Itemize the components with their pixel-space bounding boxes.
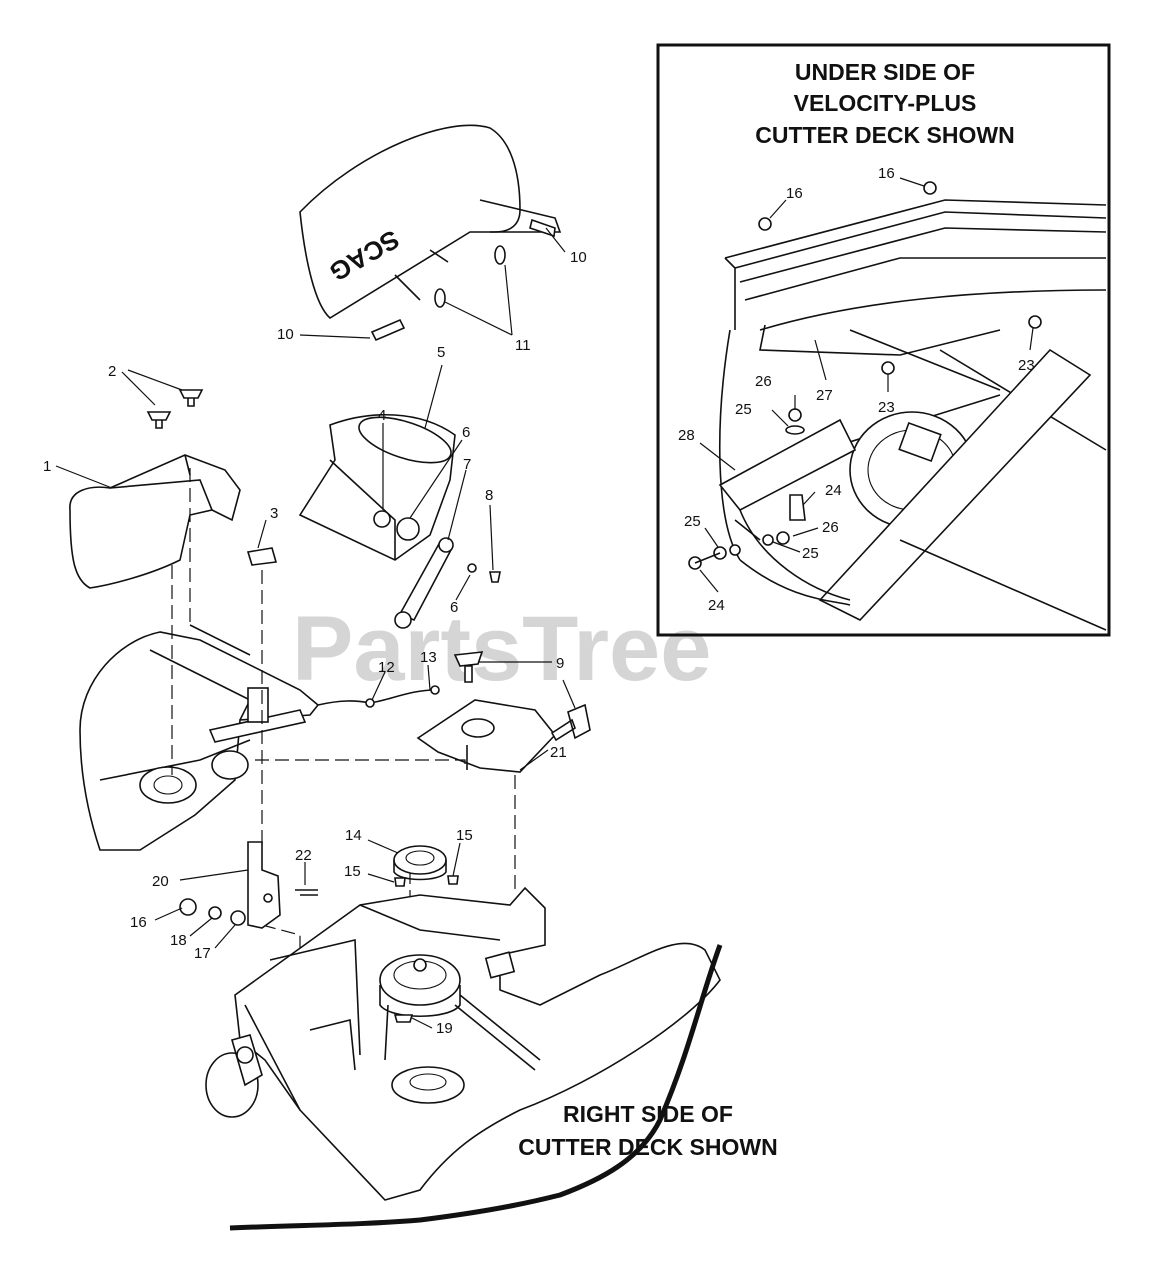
inset-callout-26-mid: 26	[822, 519, 839, 536]
callout-17: 17	[194, 945, 211, 962]
callout-5: 5	[437, 344, 445, 361]
main-caption-line2: CUTTER DECK SHOWN	[518, 1134, 777, 1160]
nut-16	[179, 898, 197, 916]
bracket-plate	[246, 547, 278, 566]
callout-19: 19	[436, 1020, 453, 1037]
hinge-pin-right	[529, 218, 556, 238]
inset-callout-27: 27	[816, 387, 833, 404]
knob-9-top	[453, 651, 484, 683]
inset-panel: UNDER SIDE OF VELOCITY-PLUS CUTTER DECK …	[656, 43, 1111, 637]
spacer-left	[394, 877, 406, 887]
idler-pulley	[393, 845, 447, 881]
inset-caption-line2: VELOCITY-PLUS	[794, 90, 977, 116]
bolt-19	[393, 1014, 414, 1023]
callout-14: 14	[345, 827, 362, 844]
chute-housing	[298, 413, 456, 561]
callout-10-left: 10	[277, 326, 294, 343]
callout-11: 11	[515, 337, 531, 354]
spacer-right	[447, 875, 459, 885]
inset-callout-25-left: 25	[684, 513, 701, 530]
callout-10-right: 10	[570, 249, 587, 266]
callout-9: 9	[556, 655, 564, 672]
callout-6-top: 6	[462, 424, 470, 441]
callout-3: 3	[270, 505, 278, 522]
inset-callout-25-top: 25	[735, 401, 752, 418]
callout-22: 22	[295, 847, 312, 864]
callout-12: 12	[378, 659, 395, 676]
inset-callout-16-right: 16	[878, 165, 895, 182]
callout-2: 2	[108, 363, 116, 380]
knob-left	[146, 411, 172, 429]
belt-cover	[69, 454, 241, 589]
callout-20: 20	[152, 873, 169, 890]
main-caption-line1: RIGHT SIDE OF	[563, 1101, 733, 1127]
inset-callout-23-mid: 23	[878, 399, 895, 416]
callout-6-bottom: 6	[450, 599, 458, 616]
inset-caption-line3: CUTTER DECK SHOWN	[755, 122, 1014, 148]
callout-15-left: 15	[344, 863, 361, 880]
knob-right	[178, 389, 204, 407]
break-line	[229, 944, 723, 1231]
inset-callout-28: 28	[678, 427, 695, 444]
idler-bracket	[247, 841, 281, 929]
belt-shroud	[79, 624, 320, 851]
main-leaders	[55, 227, 576, 1029]
inset-deck-drawing	[688, 181, 1107, 631]
inset-callout-24-bottom: 24	[708, 597, 725, 614]
callout-15-right: 15	[456, 827, 473, 844]
inset-callout-26-top: 26	[755, 373, 772, 390]
inset-callout-24-mid: 24	[825, 482, 842, 499]
callout-13: 13	[420, 649, 437, 666]
callout-16: 16	[130, 914, 147, 931]
hinge-pin-left	[370, 318, 406, 342]
cutter-deck	[205, 886, 721, 1201]
callout-21: 21	[550, 744, 567, 761]
callout-4: 4	[378, 407, 386, 424]
discharge-chute: SCAG	[299, 124, 562, 319]
callout-1: 1	[43, 458, 51, 475]
callout-7: 7	[463, 456, 471, 473]
lock-washer-18	[208, 906, 222, 920]
inset-callout-25-mid: 25	[802, 545, 819, 562]
knob-9-side	[550, 703, 591, 742]
mount-plate	[416, 699, 557, 773]
inset-leaders	[699, 177, 1034, 593]
inset-callout-16-left: 16	[786, 185, 803, 202]
washer-17	[230, 910, 246, 926]
inset-callout-23-right: 23	[1018, 357, 1035, 374]
hairpin-clip	[295, 889, 318, 896]
inset-caption-line1: UNDER SIDE OF	[795, 59, 975, 85]
watermark-text: PartsTree	[292, 598, 711, 700]
callout-18: 18	[170, 932, 187, 949]
callout-8: 8	[485, 487, 493, 504]
